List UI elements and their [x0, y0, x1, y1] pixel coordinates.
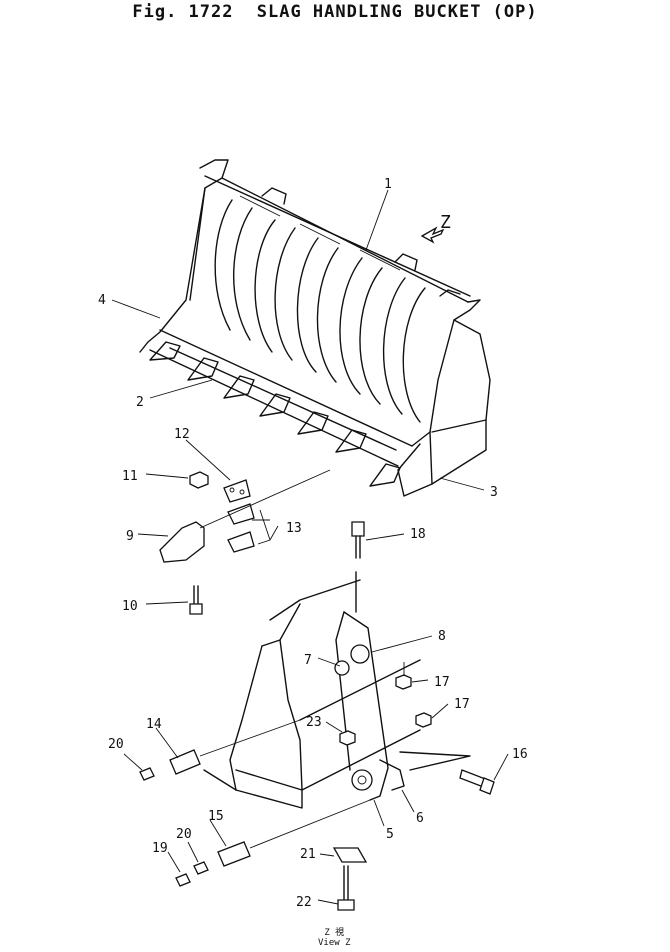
callout-19: 19 [152, 841, 168, 856]
callout-7: 7 [304, 653, 312, 668]
callout-16: 16 [512, 747, 528, 762]
callout-3: 3 [490, 485, 498, 500]
figure-caption: SLAG HANDLING BUCKET (OP) [256, 2, 538, 22]
nut-11-shape [189, 471, 209, 489]
callout-20-upper: 20 [108, 737, 124, 752]
callout-6: 6 [416, 811, 424, 826]
plate-13a-shape [227, 503, 255, 525]
callout-5: 5 [386, 827, 394, 842]
callout-10: 10 [122, 599, 138, 614]
pin-14-shape [169, 749, 201, 775]
callout-12: 12 [174, 427, 190, 442]
corner-detail [139, 521, 495, 911]
plate-12-shape [223, 479, 251, 503]
callout-8: 8 [438, 629, 446, 644]
bolt-10-shape [193, 585, 199, 605]
callout-14: 14 [146, 717, 162, 732]
callout-11: 11 [122, 469, 138, 484]
callout-9: 9 [126, 529, 134, 544]
callout-1: 1 [384, 177, 392, 192]
bucket-assembly [139, 159, 491, 497]
callout-17-lower: 17 [454, 697, 470, 712]
tooth-parts [159, 469, 331, 615]
z-arrow-label: Z [440, 212, 451, 233]
callout-20-lower: 20 [176, 827, 192, 842]
view-caption-line1: Z 視 [324, 928, 345, 938]
callout-18: 18 [410, 527, 426, 542]
plate-13b-shape [227, 531, 255, 553]
callout-15: 15 [208, 809, 224, 824]
callout-4: 4 [98, 293, 106, 308]
callout-22: 22 [296, 895, 312, 910]
callout-13: 13 [286, 521, 302, 536]
callout-21: 21 [300, 847, 316, 862]
view-caption-line2: View Z [318, 938, 351, 948]
callout-23: 23 [306, 715, 322, 730]
callout-17-upper: 17 [434, 675, 450, 690]
tooth-9-shape [159, 521, 205, 563]
figure-number: Fig. 1722 [132, 2, 234, 22]
view-caption: Z 視 View Z [318, 928, 351, 948]
callout-labels: 1 2 3 4 5 6 7 8 9 10 11 12 13 14 15 16 1… [98, 177, 528, 910]
callout-2: 2 [136, 395, 144, 410]
figure-title: Fig. 1722 SLAG HANDLING BUCKET (OP) [0, 2, 670, 22]
pin-15-shape [217, 841, 251, 867]
leader-lines [111, 189, 509, 905]
